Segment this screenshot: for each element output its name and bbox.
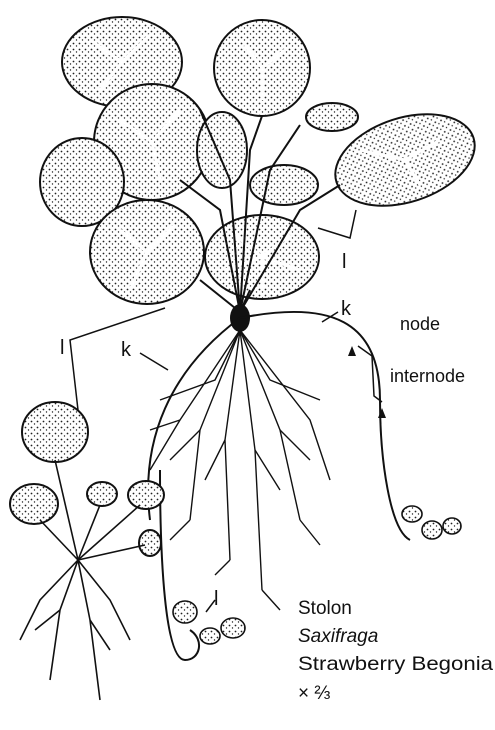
caption-line-3: Strawberry Begonia bbox=[298, 654, 493, 675]
label-l-left: l bbox=[60, 337, 64, 359]
label-k-left: k bbox=[121, 339, 132, 361]
stolon-right bbox=[240, 312, 410, 540]
caption-line-2: Saxifraga bbox=[298, 626, 378, 647]
plantlet-left bbox=[10, 402, 164, 700]
label-l-bottom: l bbox=[214, 588, 218, 610]
caption-line-1: Stolon bbox=[298, 598, 352, 619]
leader-k-left bbox=[140, 353, 168, 370]
root-system bbox=[150, 312, 330, 610]
leaf-mid-right-small bbox=[197, 112, 247, 188]
label-k-right: k bbox=[341, 298, 352, 320]
leaf-right-upper-small bbox=[306, 103, 358, 131]
leader-k-right bbox=[322, 312, 338, 322]
plantlet-right bbox=[402, 506, 461, 539]
leaf-center-small bbox=[250, 165, 318, 205]
caption-line-4: × ⅔ bbox=[298, 683, 330, 704]
label-l-top: l bbox=[342, 251, 346, 273]
node-arrow-marker bbox=[348, 346, 356, 356]
label-node: node bbox=[400, 314, 440, 334]
leader-l-top bbox=[318, 210, 356, 238]
label-internode: internode bbox=[390, 366, 465, 386]
stolon-bottom bbox=[160, 470, 199, 660]
